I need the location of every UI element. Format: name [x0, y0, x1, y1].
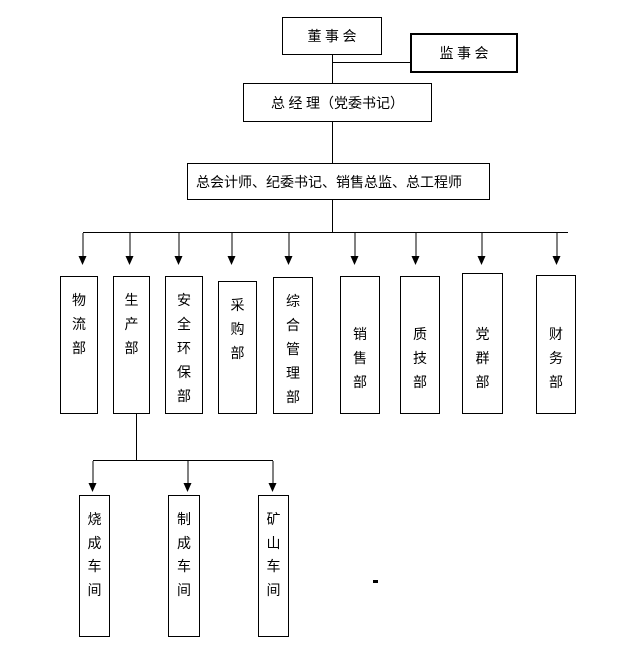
org-node-general-manager-label: 总 经 理（党委书记）	[271, 96, 404, 112]
dept-logistics-label: 物流部	[72, 294, 86, 357]
arrow-to-general-management	[284, 233, 294, 265]
org-node-mining-workshop: 矿山车间	[258, 495, 289, 637]
org-node-dept-sales: 销售部	[340, 276, 380, 414]
org-node-dept-general-management: 综合管理部	[273, 277, 313, 414]
arrow-to-finishing-workshop	[183, 461, 193, 492]
dept-finance-label: 财务部	[549, 328, 563, 391]
arrow-to-logistics	[78, 233, 88, 265]
org-node-dept-procurement: 采购部	[218, 281, 257, 414]
dept-procurement-label: 采购部	[230, 299, 245, 362]
dept-general-management-label: 综合管理部	[286, 295, 300, 406]
org-node-dept-quality-technology: 质技部	[400, 276, 440, 414]
org-node-finishing-workshop: 制成车间	[168, 495, 200, 637]
org-node-general-manager: 总 经 理（党委书记）	[243, 83, 432, 122]
arrow-to-finance	[552, 233, 562, 265]
org-node-dept-finance: 财务部	[536, 275, 576, 414]
org-node-board: 董 事 会	[282, 17, 382, 55]
dept-party-mass-label: 党群部	[475, 328, 490, 391]
connector-board-to-gm	[332, 55, 333, 83]
connector-to-supervisory	[332, 62, 410, 63]
org-node-staff-row: 总会计师、纪委书记、销售总监、总工程师	[187, 163, 490, 200]
org-node-dept-party-mass: 党群部	[462, 273, 503, 414]
mining-workshop-label: 矿山车间	[266, 513, 281, 599]
dept-quality-technology-label: 质技部	[413, 328, 427, 391]
org-node-dept-safety-environment: 安全环保部	[165, 276, 203, 414]
org-node-supervisory: 监 事 会	[410, 33, 518, 73]
sintering-workshop-label: 烧成车间	[87, 513, 102, 599]
connector-gm-to-staff	[332, 122, 333, 163]
connector-workshop-bus	[93, 460, 273, 461]
arrow-to-safety-environment	[174, 233, 184, 265]
org-node-board-label: 董 事 会	[307, 30, 357, 45]
arrow-to-production	[125, 233, 135, 265]
org-node-dept-logistics: 物流部	[60, 276, 98, 414]
org-node-sintering-workshop: 烧成车间	[79, 495, 110, 637]
dept-production-label: 生产部	[124, 294, 139, 357]
arrow-to-sintering-workshop	[88, 461, 98, 492]
org-node-staff-row-label: 总会计师、纪委书记、销售总监、总工程师	[196, 175, 462, 191]
connector-staff-to-bus	[332, 200, 333, 233]
arrow-to-quality-technology	[411, 233, 421, 265]
arrow-to-mining-workshop	[268, 461, 278, 492]
arrow-to-sales	[350, 233, 360, 265]
arrow-to-party-mass	[477, 233, 487, 265]
org-node-dept-production: 生产部	[113, 276, 150, 414]
arrow-to-procurement	[227, 233, 237, 265]
connector-department-bus	[83, 232, 568, 233]
stray-mark	[373, 580, 378, 583]
connector-production-stem	[136, 414, 137, 460]
dept-sales-label: 销售部	[353, 328, 367, 391]
dept-safety-environment-label: 安全环保部	[177, 294, 191, 405]
org-node-supervisory-label: 监 事 会	[439, 47, 489, 62]
finishing-workshop-label: 制成车间	[177, 513, 191, 599]
